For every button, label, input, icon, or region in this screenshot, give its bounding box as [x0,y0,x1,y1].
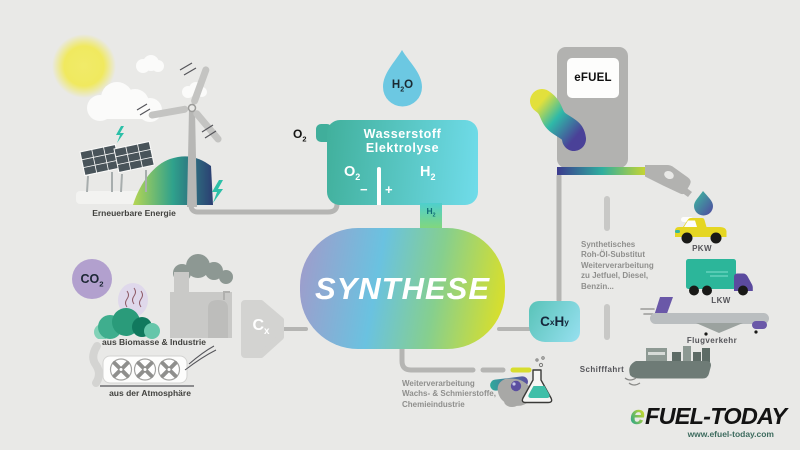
minus-sign: − [360,182,368,197]
product-text: Synthetisches Roh-Öl-Substitut Weiterver… [581,240,654,291]
gradient-blob [530,89,586,151]
h2o-label: H2O [391,79,414,94]
plane-label: Flugverkehr [686,336,738,345]
car-icon [675,217,727,244]
atmosphere-label: aus der Atmosphäre [109,388,191,398]
chemistry-icons [490,356,553,407]
flask-icon [521,356,553,404]
electrolysis-h2-label: H2 [420,164,436,182]
fans [109,358,181,381]
electrolysis-o2-label: O2 [344,164,361,182]
connector-lines [188,173,562,373]
website-url[interactable]: www.efuel-today.com [687,429,774,439]
molecule-dot [510,380,522,392]
truck-label: LKW [711,296,731,305]
synthese-blob: SYNTHESE [300,228,505,349]
fuel-pump-icon [530,47,713,216]
steam-squiggles [125,287,143,308]
smoke-wisp [89,342,103,387]
ship-icon [624,346,711,386]
car-label: PKW [692,244,712,253]
solar-panel-icon [79,140,155,193]
cx-label: Cx [252,317,270,338]
nozzle-icon [645,165,692,197]
brand-e: e [630,400,646,430]
pump-hose [557,167,647,175]
motion-marks [136,62,217,139]
lightning-icons [116,126,223,203]
ship-label: Schifffahrt [579,365,625,374]
renewable-energy-scene [52,34,223,207]
truck-icon [686,259,753,296]
cx-funnel [241,300,284,358]
water-drop-icon [383,50,422,107]
biomass-icon [93,308,165,347]
co2-badge: CO2 [72,259,112,299]
factory-icon [170,254,233,338]
sun-icon [52,34,116,98]
biomass-label: aus Biomasse & Industrie [102,337,206,347]
dac-fan-unit-icon [100,355,194,387]
wind-turbine-icon [148,66,222,207]
wave-lines [624,377,641,386]
line-renewable-to-electrolysis [188,195,340,215]
plus-sign: + [385,182,393,197]
fuel-drop-icon [694,191,713,216]
brand-logo: eFUEL-TODAY [630,400,792,430]
ground-strip [76,191,146,204]
brand-rest: FUEL-TODAY [645,403,787,429]
pump-brand-label: eFUEL [574,72,612,84]
h2-stem: H2 [420,203,442,230]
pump-screen [567,58,619,98]
downstream-text: Weiterverarbeitung Wachs- & Schmierstoff… [402,379,496,409]
plane-icon [640,297,769,336]
electrode-divider [377,167,381,205]
renewable-energy-label: Erneuerbare Energie [92,208,176,218]
flow-arcs [184,345,217,371]
line-synthese-to-downstream [399,343,476,373]
synthese-label: SYNTHESE [314,270,491,306]
co2-sources-scene [89,254,233,387]
o2-output-label: O2 [293,127,307,144]
cloud-icons [87,55,207,122]
